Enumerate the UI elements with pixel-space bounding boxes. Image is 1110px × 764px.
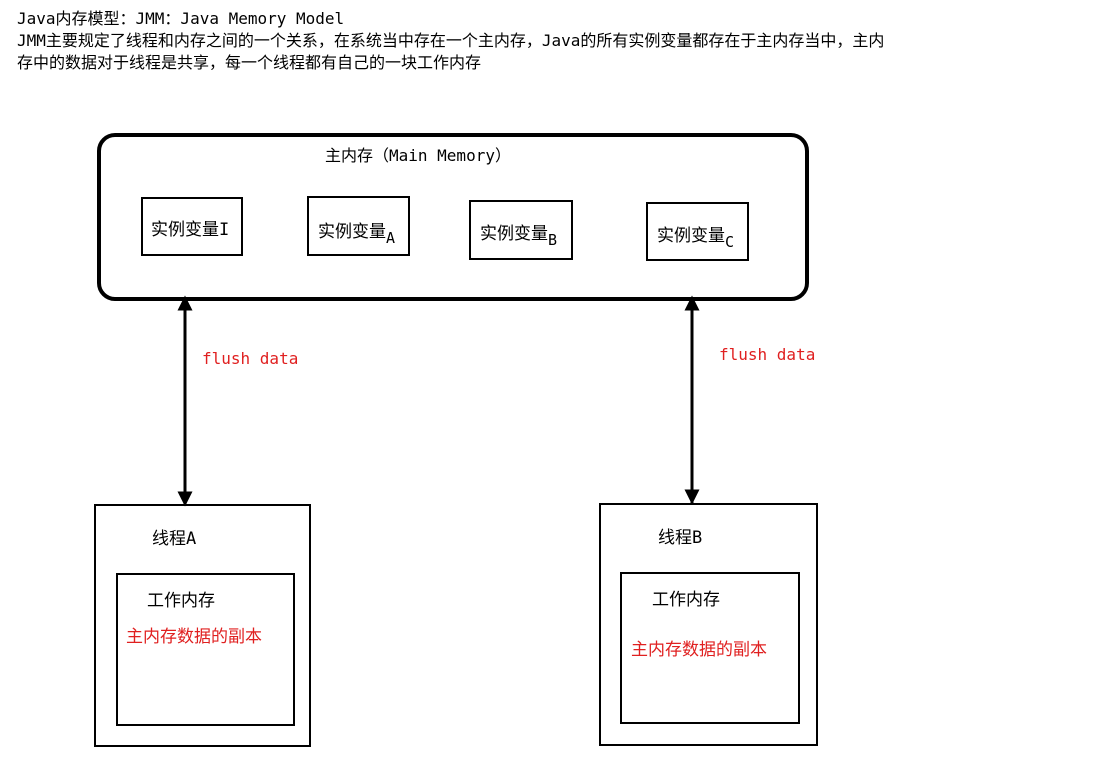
variable-label: 实例变量 — [480, 224, 548, 244]
thread-b-title: 线程B — [658, 528, 703, 548]
variable-label: 实例变量 — [318, 222, 386, 242]
variable-suffix: B — [548, 231, 558, 249]
thread-b-working-memory-content: 主内存数据的副本 — [631, 640, 767, 660]
flush-data-label-right: flush data — [719, 345, 816, 364]
main-memory-title: 主内存（Main Memory） — [325, 146, 511, 165]
variable-box-i: 实例变量I — [141, 197, 243, 256]
thread-b-working-memory-title: 工作内存 — [652, 590, 720, 610]
thread-a-working-memory-box — [116, 573, 295, 726]
thread-a-working-memory-title: 工作内存 — [147, 591, 215, 611]
thread-b-working-memory-box — [620, 572, 800, 724]
thread-a-box — [94, 504, 311, 747]
variable-label: 实例变量 — [657, 226, 725, 246]
variable-box-c: 实例变量C — [646, 202, 749, 261]
header-text: Java内存模型：JMM：Java Memory Model JMM主要规定了线… — [17, 8, 1097, 74]
main-memory-box — [97, 133, 809, 301]
variable-suffix: C — [725, 233, 735, 251]
header-line-1: Java内存模型：JMM：Java Memory Model — [17, 9, 345, 28]
flush-data-label-left: flush data — [202, 349, 299, 368]
variable-label: 实例变量 — [151, 220, 219, 240]
variable-suffix: I — [219, 220, 230, 240]
header-line-3: 存中的数据对于线程是共享，每一个线程都有自己的一块工作内存 — [17, 53, 482, 72]
thread-a-title: 线程A — [152, 529, 197, 549]
variable-suffix: A — [386, 229, 396, 247]
thread-b-box — [599, 503, 818, 746]
variable-box-a: 实例变量A — [307, 196, 410, 256]
thread-a-working-memory-content: 主内存数据的副本 — [126, 627, 262, 647]
header-line-2: JMM主要规定了线程和内存之间的一个关系，在系统当中存在一个主内存，Java的所… — [17, 31, 885, 50]
variable-box-b: 实例变量B — [469, 200, 573, 260]
